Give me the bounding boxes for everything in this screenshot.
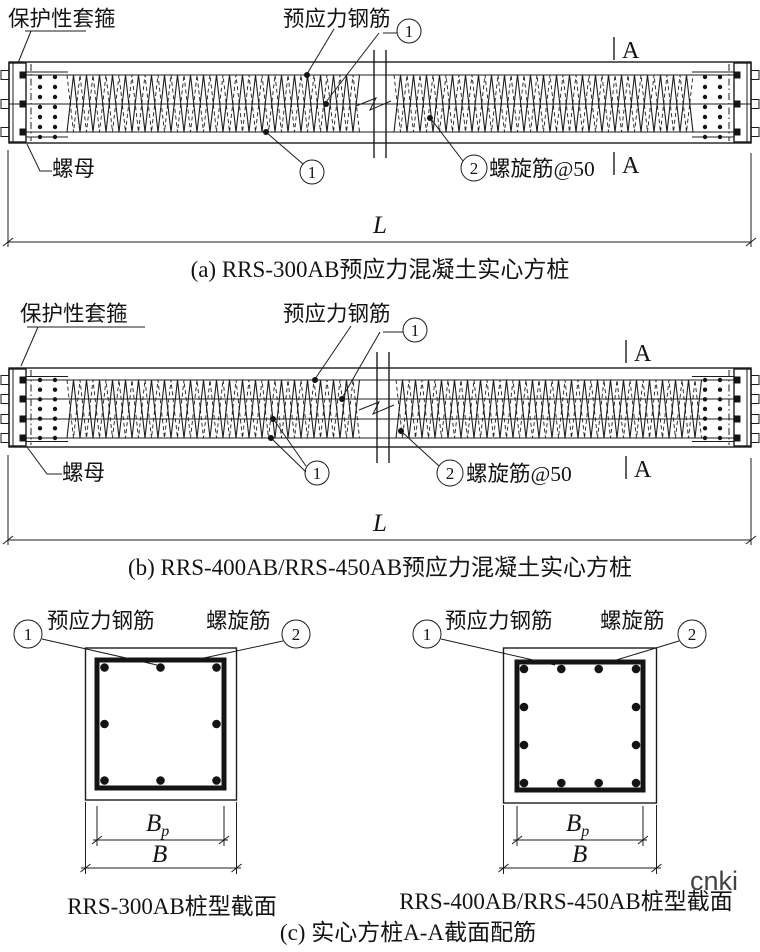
- section-left-outline: [84, 647, 238, 801]
- caption-a: (a) RRS-300AB预应力混凝土实心方桩: [191, 257, 570, 282]
- dimension-B-right: [498, 805, 662, 874]
- dim-b-right: B: [572, 841, 587, 868]
- pile-a-end-anchorages: [0, 62, 760, 143]
- section-right-outline: [502, 647, 658, 804]
- diagram-a-longitudinal: 保护性套箍 预应力钢筋 1 1 螺母 2 螺旋筋@50 A A L (a) RR…: [0, 7, 760, 282]
- dim-b-left: B: [152, 841, 167, 868]
- spiral-reinforcement-pattern-a: [66, 74, 694, 133]
- section-left-spiral-hoop: [94, 657, 227, 791]
- pile-a-outline: [8, 61, 752, 144]
- caption-b: (b) RRS-400AB/RRS-450AB预应力混凝土实心方桩: [128, 555, 632, 580]
- section-left-bars: [100, 663, 221, 785]
- leader-lines-b: [20, 325, 440, 475]
- label-spiral-cleft: 螺旋筋: [206, 609, 271, 633]
- label-spiral-a: 螺旋筋@50: [489, 157, 595, 181]
- callout-1-cright: 1: [423, 625, 432, 644]
- label-nut-a: 螺母: [52, 157, 95, 181]
- section-right-bars: [519, 664, 641, 788]
- callout-2-circle-b: [436, 459, 464, 487]
- label-protective-sleeve-b: 保护性套箍: [20, 302, 128, 326]
- section-right-spiral-hoop: [514, 659, 646, 793]
- label-protective-sleeve-a: 保护性套箍: [8, 7, 116, 31]
- dimension-Bp-right: [511, 806, 649, 846]
- section-marker-b-bottom: A: [634, 457, 652, 483]
- diagram-b-longitudinal: 保护性套箍 预应力钢筋 1 1 螺母 2 螺旋筋@50 A A L (b) RR…: [0, 302, 760, 580]
- callout-1-circle-b-bottom: [304, 460, 330, 486]
- section-marker-a-bottom: A: [622, 153, 640, 179]
- label-prestressed-bar-b: 预应力钢筋: [283, 302, 391, 326]
- spiral-reinforcement-pattern-b: [66, 379, 703, 439]
- cross-section-right: 1 预应力钢筋 螺旋筋 2 Bp B RRS-400AB/RRS-450AB桩型…: [399, 609, 733, 914]
- callout-2-b: 2: [446, 464, 455, 483]
- callout-1-circle-cright: [412, 619, 442, 649]
- caption-section-right: RRS-400AB/RRS-450AB桩型截面: [399, 889, 733, 914]
- dimension-Bp-left: [91, 806, 230, 846]
- break-symbol-b: [358, 352, 395, 463]
- callout-2-a: 2: [470, 159, 479, 178]
- caption-section-left: RRS-300AB桩型截面: [67, 894, 277, 919]
- callout-2-cleft: 2: [292, 625, 301, 644]
- label-prestressed-bar-cright: 预应力钢筋: [445, 609, 553, 633]
- section-marker-b-top: A: [634, 341, 652, 367]
- callout-2-cright: 2: [688, 625, 697, 644]
- callout-1-a-bottom: 1: [308, 163, 317, 182]
- dim-bp-right: Bp: [566, 810, 589, 840]
- leader-lines-a: [17, 28, 464, 172]
- label-prestressed-bar-cleft: 预应力钢筋: [47, 609, 155, 633]
- pile-b-end-anchorages: [0, 368, 760, 447]
- callout-1-b-bottom: 1: [313, 464, 322, 483]
- dim-length-a: L: [372, 212, 387, 239]
- cross-section-left: 1 预应力钢筋 螺旋筋 2 Bp B RRS-300AB桩型截面: [13, 609, 311, 919]
- callout-1-a-top: 1: [405, 22, 414, 41]
- break-symbol-a: [355, 50, 392, 158]
- label-nut-b: 螺母: [62, 461, 105, 485]
- label-spiral-cright: 螺旋筋: [600, 609, 665, 633]
- dim-bp-left: Bp: [146, 810, 169, 840]
- callout-1-b-top: 1: [411, 321, 420, 340]
- callout-2-circle-cleft: [281, 619, 311, 649]
- callout-1-circle-a-bottom: [299, 159, 325, 185]
- callout-1-circle-a-top: [396, 18, 422, 44]
- callout-2-circle-cright: [677, 619, 707, 649]
- label-prestressed-bar-a: 预应力钢筋: [283, 7, 391, 31]
- watermark: cnki: [690, 866, 738, 896]
- label-spiral-b: 螺旋筋@50: [466, 462, 572, 486]
- caption-c: (c) 实心方桩A-A截面配筋: [280, 920, 536, 945]
- dim-length-b: L: [372, 510, 387, 537]
- dimension-L-a: [2, 150, 757, 247]
- callout-1-circle-cleft: [13, 619, 43, 649]
- section-marker-a-top: A: [622, 38, 640, 64]
- callout-1-circle-b-top: [402, 317, 428, 343]
- callout-2-circle-a: [460, 154, 488, 182]
- callout-1-cleft: 1: [24, 625, 33, 644]
- dimension-L-b: [2, 455, 757, 545]
- dimension-B-left: [80, 802, 242, 874]
